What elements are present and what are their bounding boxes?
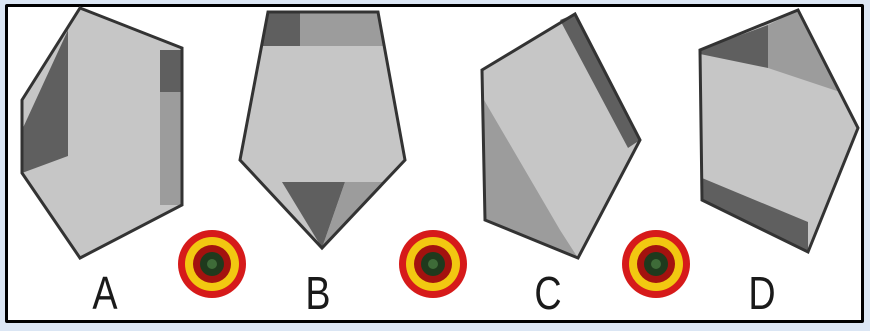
shape-a-right-mid [160,92,182,205]
shape-a[interactable] [22,8,182,258]
option-label-d: D [737,268,786,318]
shape-b[interactable] [240,12,405,248]
option-label-b: B [293,268,342,318]
shape-d[interactable] [700,10,858,252]
shape-c[interactable] [482,14,640,258]
flower-garland-icon [178,230,246,298]
shape-b-top-mid [300,12,384,46]
flower-garland-icon [622,230,690,298]
option-label-c: C [523,268,572,318]
option-label-a: A [80,268,129,318]
shape-a-right-dark [160,50,182,92]
flower-garland-icon [399,230,467,298]
